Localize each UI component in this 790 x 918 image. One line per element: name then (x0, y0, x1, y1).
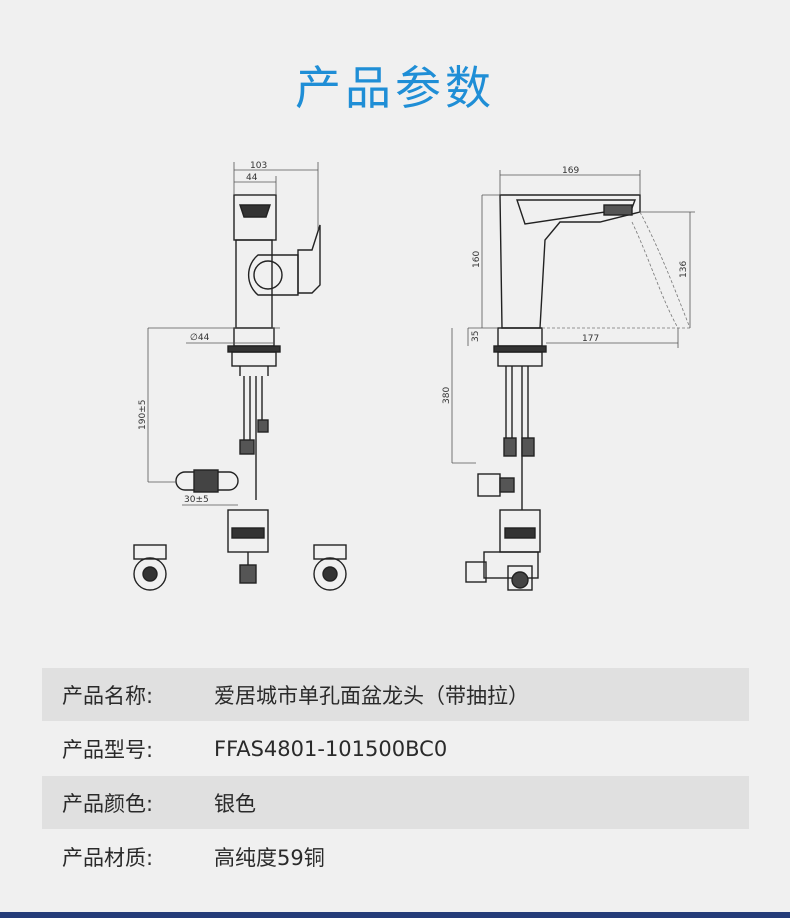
spec-row-name: 产品名称: 爱居城市单孔面盆龙头（带抽拉） (42, 668, 749, 721)
front-view-faucet (133, 194, 347, 591)
spec-value: 高纯度59铜 (214, 845, 325, 870)
spec-label: 产品型号: (62, 737, 154, 762)
spec-row-model: 产品型号: FFAS4801-101500BC0 (42, 722, 749, 775)
dim-front-connector: 30±5 (184, 495, 209, 505)
bottom-bar (0, 912, 790, 918)
dim-side-base-height: 35 (471, 331, 481, 342)
spec-value: 银色 (214, 791, 256, 816)
page-title: 产品参数 (295, 61, 495, 115)
spec-value: FFAS4801-101500BC0 (214, 736, 448, 761)
dim-side-outlet-height: 136 (679, 261, 689, 278)
side-view-faucet (465, 194, 641, 591)
dim-front-below-deck: 190±5 (138, 400, 148, 430)
spec-row-material: 产品材质: 高纯度59铜 (42, 830, 749, 883)
dim-side-reach: 177 (582, 334, 599, 344)
dim-front-top-width: 103 (250, 161, 267, 171)
dim-side-height: 160 (472, 251, 482, 268)
dim-front-body-diameter: ∅44 (190, 333, 210, 343)
spec-label: 产品名称: (62, 683, 154, 708)
spec-row-color: 产品颜色: 银色 (42, 776, 749, 829)
dim-side-spout-length: 169 (562, 166, 579, 176)
spec-value: 爱居城市单孔面盆龙头（带抽拉） (214, 683, 529, 708)
spec-label: 产品材质: (62, 845, 154, 870)
spec-table: 产品名称: 爱居城市单孔面盆龙头（带抽拉） 产品型号: FFAS4801-101… (42, 668, 749, 884)
dim-front-handle-width: 44 (246, 173, 258, 183)
technical-drawing: 103 44 ∅44 190±5 30±5 169 160 136 35 177… (133, 161, 695, 591)
spec-label: 产品颜色: (62, 791, 154, 816)
dim-side-hose: 380 (442, 387, 452, 404)
